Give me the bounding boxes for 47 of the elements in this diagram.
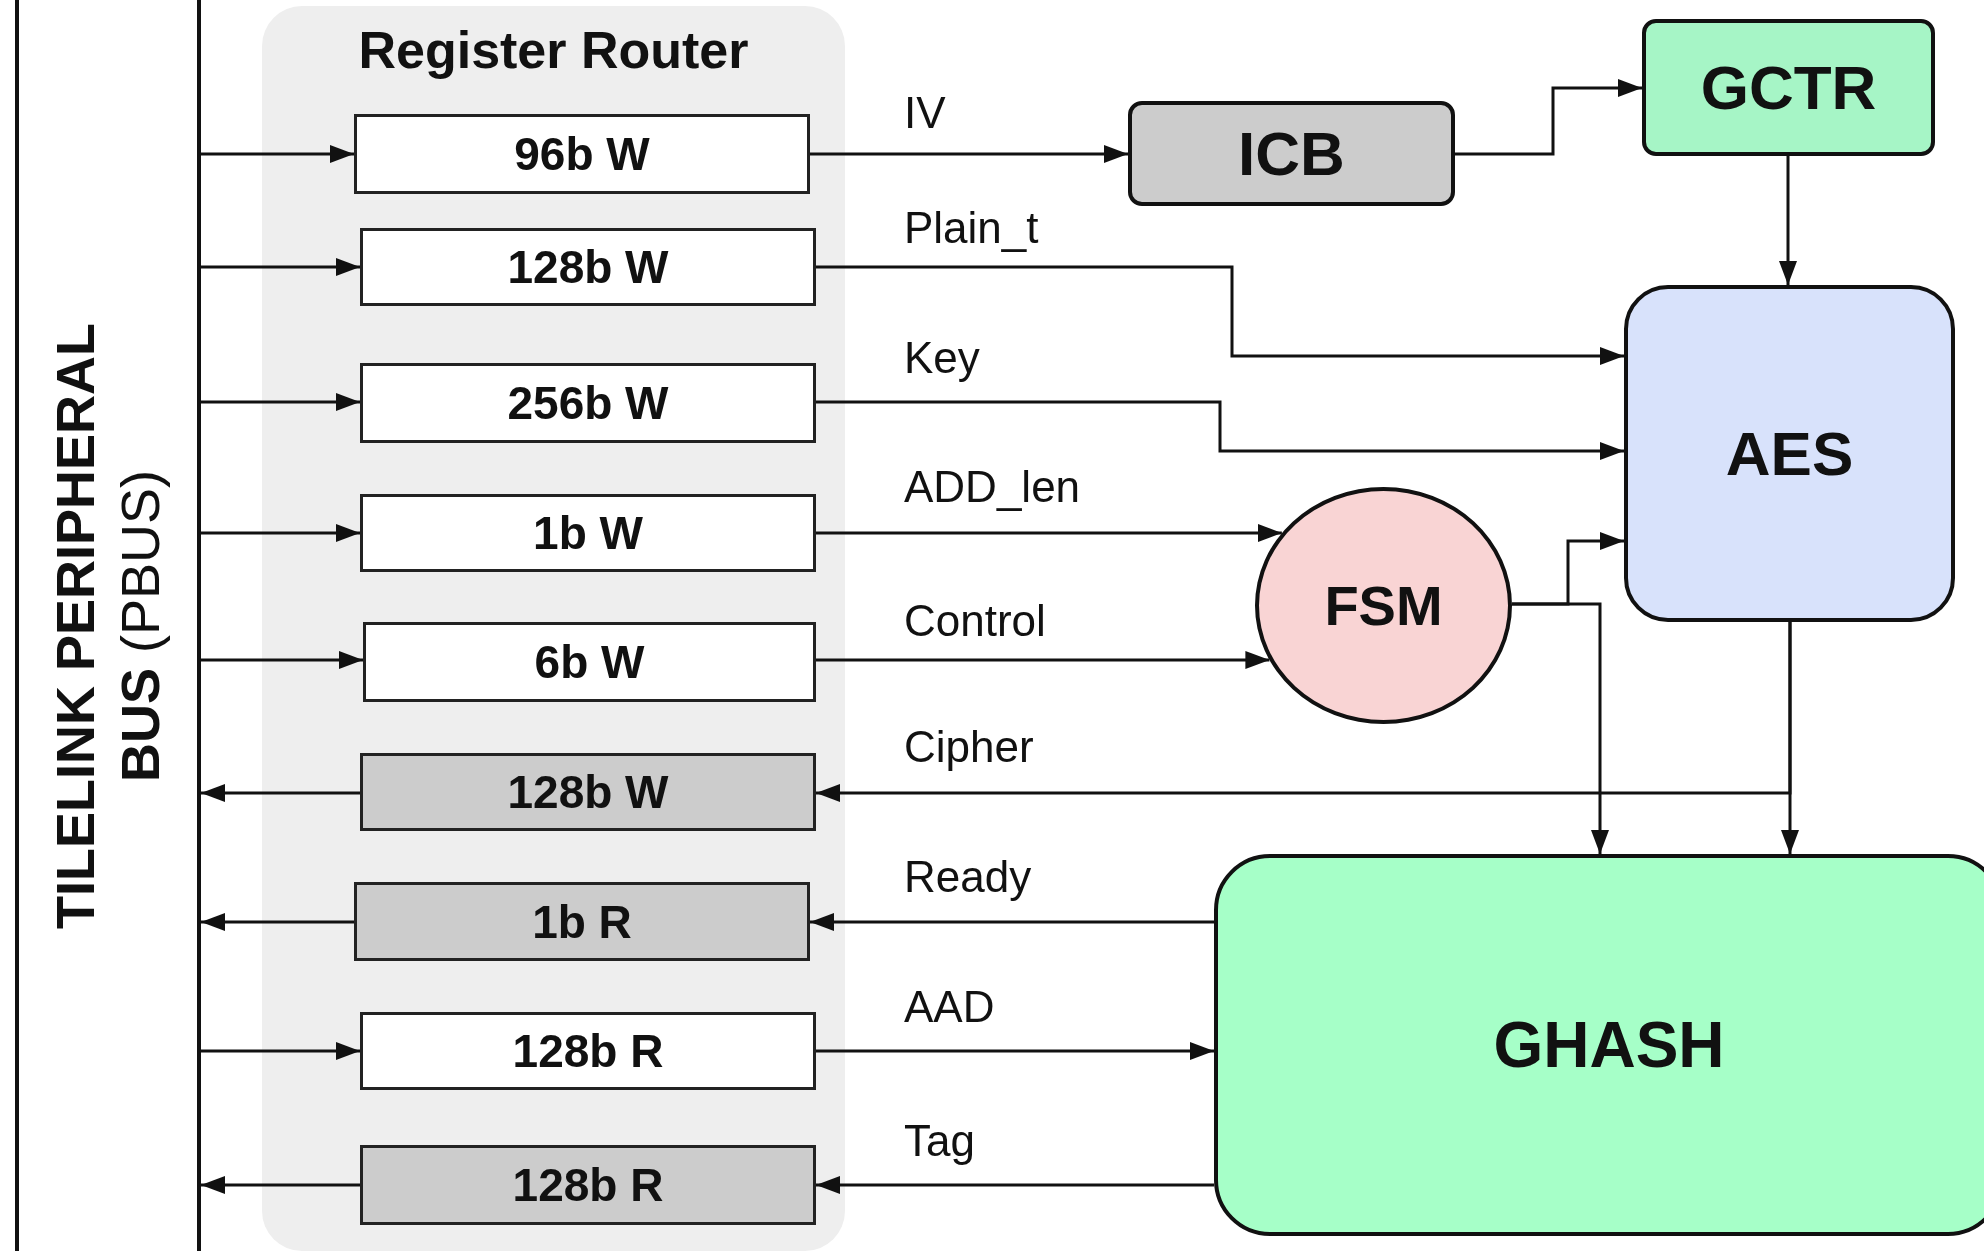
edge-label: Plain_t	[904, 203, 1039, 253]
arrow	[816, 524, 1282, 542]
arrow	[201, 1042, 360, 1060]
register-box: 128b R	[360, 1145, 816, 1225]
arrow	[816, 265, 1624, 365]
process-box: AES	[1624, 285, 1955, 622]
process-box: GCTR	[1642, 19, 1935, 156]
arrow	[201, 651, 363, 669]
register-box: 1b R	[354, 882, 810, 961]
process-box: ICB	[1128, 101, 1455, 206]
arrow	[816, 400, 1624, 460]
process-box: GHASH	[1214, 854, 1984, 1236]
edge-label: Tag	[904, 1116, 975, 1166]
register-box: 128b W	[360, 753, 816, 831]
arrow	[1781, 622, 1799, 854]
register-box: 1b W	[360, 494, 816, 572]
arrow	[201, 524, 360, 542]
bus-band	[15, 0, 201, 1251]
arrow	[816, 1042, 1214, 1060]
edge-label: IV	[904, 88, 946, 138]
edge-label: Ready	[904, 852, 1032, 902]
arrow	[201, 784, 360, 802]
arrow	[1455, 79, 1642, 156]
register-box: 128b W	[360, 228, 816, 306]
edge-label: ADD_len	[904, 462, 1081, 512]
edge-label: AAD	[904, 982, 995, 1032]
arrow	[810, 913, 1214, 931]
edge-label: Control	[904, 596, 1046, 646]
arrow	[1779, 156, 1797, 285]
arrow	[201, 393, 360, 411]
arrow	[816, 651, 1270, 669]
arrow	[1512, 602, 1609, 854]
edge-label: Key	[904, 333, 980, 383]
arrow	[201, 145, 354, 163]
router-panel	[262, 6, 845, 1251]
register-box: 128b R	[360, 1012, 816, 1090]
arrow	[810, 145, 1128, 163]
register-box: 256b W	[360, 363, 816, 443]
register-box: 6b W	[363, 622, 816, 702]
register-box: 96b W	[354, 114, 810, 194]
state-machine-circle: FSM	[1255, 487, 1512, 724]
arrow	[201, 258, 360, 276]
arrow	[201, 1176, 360, 1194]
arrow	[201, 913, 354, 931]
group-heading: Register Router	[358, 20, 749, 80]
arrow	[816, 1176, 1214, 1194]
edge-label: Cipher	[904, 722, 1034, 772]
